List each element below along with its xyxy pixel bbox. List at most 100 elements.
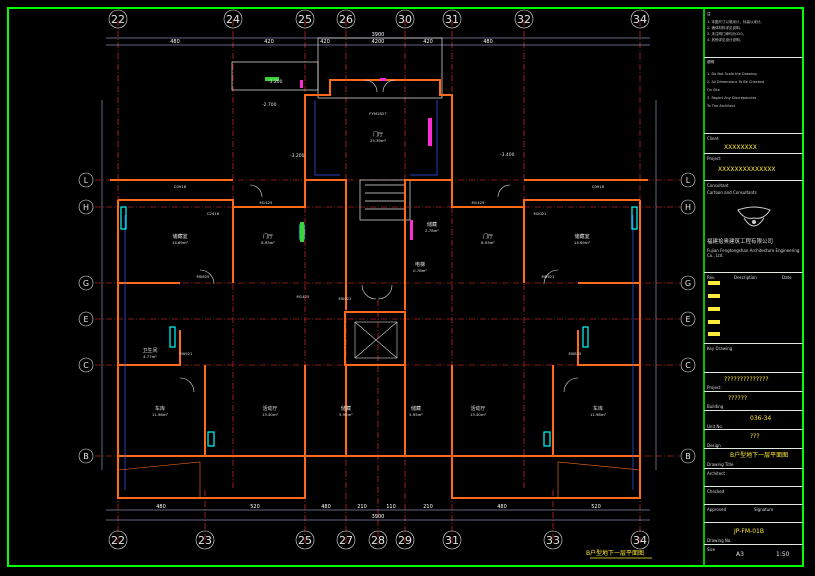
grid-top-bubble [630, 9, 650, 29]
grid-left-bubble [78, 448, 94, 464]
grid-top-bubble [295, 9, 315, 29]
consultant-sub: Cartoon and Consultants [707, 190, 757, 195]
room-area: 2.78m² [425, 228, 439, 233]
door-tag: FYM1827 [369, 111, 387, 116]
drawing-frame [7, 7, 804, 567]
grid-left-bubble [78, 275, 94, 291]
grid-bottom-label: 25 [298, 534, 312, 547]
grid-top-bubble [336, 9, 356, 29]
room-name: 车库 [593, 405, 603, 412]
grid-right-label: H [685, 203, 691, 212]
revision-col: Rev. [707, 275, 716, 280]
room-name: 车库 [155, 405, 165, 412]
grid-right-bubble [680, 275, 696, 291]
project-value: XXXXXXXXXXXXXX [718, 166, 776, 173]
grid-bottom-label: 23 [198, 534, 212, 547]
room-area: 13.40m² [262, 412, 279, 417]
grid-right-label: L [686, 176, 691, 185]
client-value: XXXXXXXX [724, 144, 757, 151]
note-line: 4. 其他详见设计说明。 [707, 38, 743, 42]
room-name: 门厅 [483, 233, 493, 240]
dimension-top: 480 [170, 39, 180, 45]
grid-left-bubble [78, 357, 94, 373]
checked-label: Checked [707, 489, 725, 494]
revision-col: Date [782, 275, 792, 280]
dimension-bottom: 210 [423, 504, 433, 510]
grid-bottom-bubble [543, 530, 563, 550]
dimension-bottom: 480 [497, 504, 507, 510]
dimension-top: 420 [423, 39, 433, 45]
room-name: 电梯 [415, 261, 425, 268]
remark-line: 3. Report Any Discrepancies [707, 96, 757, 100]
dimension-lines [101, 37, 657, 521]
grid-left-label: G [83, 279, 89, 288]
grid-bottom-label: 31 [445, 534, 459, 547]
door-tag: M0921 [542, 274, 556, 279]
architect-label: Architect [707, 471, 725, 476]
room-area: 13.40m² [470, 412, 487, 417]
room-area: 0.78m² [413, 268, 427, 273]
grid-bottom-bubble [368, 530, 388, 550]
note-line: 1. 本图尺寸以毫米计，标高以米计。 [707, 20, 764, 24]
notes-header: 注 [707, 12, 711, 16]
company-name-cn: 福建拾奥建筑工程有限公司 [707, 239, 774, 245]
grid-bottom-label: 34 [633, 534, 647, 547]
unit-label: Unit No. [707, 424, 724, 429]
room-area: 8.93m² [261, 240, 275, 245]
revision-marker [708, 320, 720, 324]
grid-right-bubble [680, 448, 696, 464]
level-label: -3.400 [500, 152, 515, 158]
drawing-title-label: Drawing Title [707, 462, 734, 467]
room-name: 卫生间 [142, 347, 157, 354]
grid-bottom-label: 33 [546, 534, 560, 547]
note-line: 2. 墙体材料详见说明。 [707, 26, 743, 30]
grid-bottom-bubble [395, 530, 415, 550]
door-tag: M2021 [534, 211, 548, 216]
room-name: 储藏 [427, 221, 437, 228]
dimension-bottom: 520 [591, 504, 601, 510]
room-area: 14.69m² [172, 240, 189, 245]
room-area: 11.98m² [152, 412, 169, 417]
remark-line: 2. All Dimensions To Be Checked [707, 80, 764, 84]
grid-left-label: E [83, 315, 88, 324]
grid-bottom-bubble [630, 530, 650, 550]
room-area: 25.39m² [370, 138, 387, 143]
grid-top-label: 34 [633, 13, 647, 26]
grid-right-bubble [680, 172, 696, 188]
dimension-bottom: 480 [156, 504, 166, 510]
overall-dimension-bottom: 3900 [372, 514, 385, 520]
grid-left-bubble [78, 172, 94, 188]
drawing-number: JP-FM-01B [734, 528, 764, 535]
door-tag: M0921 [180, 351, 194, 356]
grid-right-bubble [680, 199, 696, 215]
room-area: 5.95m² [409, 412, 423, 417]
room-name: 活动厅 [470, 405, 485, 412]
dimension-bottom: 210 [357, 504, 367, 510]
grid-right-bubble [680, 357, 696, 373]
design-label: Design [707, 443, 721, 448]
grid-left-label: B [83, 452, 89, 461]
grid-top-label: 24 [226, 13, 240, 26]
level-label: -3.200 [290, 153, 305, 159]
grid-top-bubble [514, 9, 534, 29]
grid-bottom-label: 22 [111, 534, 125, 547]
level-label: -3.200 [268, 79, 283, 85]
scale-value: 1:50 [776, 551, 790, 558]
grid-top-label: 32 [517, 13, 531, 26]
grid-top-label: 31 [445, 13, 459, 26]
revision-marker [708, 294, 720, 298]
remarks-header: 说明 [707, 60, 714, 64]
door-tag: M1425 [297, 294, 311, 299]
room-name: 门厅 [373, 131, 383, 138]
room-name: 储藏 [411, 405, 421, 412]
door-swings [179, 79, 579, 393]
grid-right-label: C [685, 361, 691, 370]
revision-marker [708, 307, 720, 311]
room-area: 11.98m² [590, 412, 607, 417]
lightwell-outline [117, 461, 641, 498]
unit-value: 036-34 [750, 415, 772, 422]
drawing-title: B户型地下一层平面图 [586, 549, 644, 557]
signature-label: Signature [754, 507, 774, 512]
grid-left-bubble [78, 199, 94, 215]
door-tag: M0825 [569, 351, 583, 356]
